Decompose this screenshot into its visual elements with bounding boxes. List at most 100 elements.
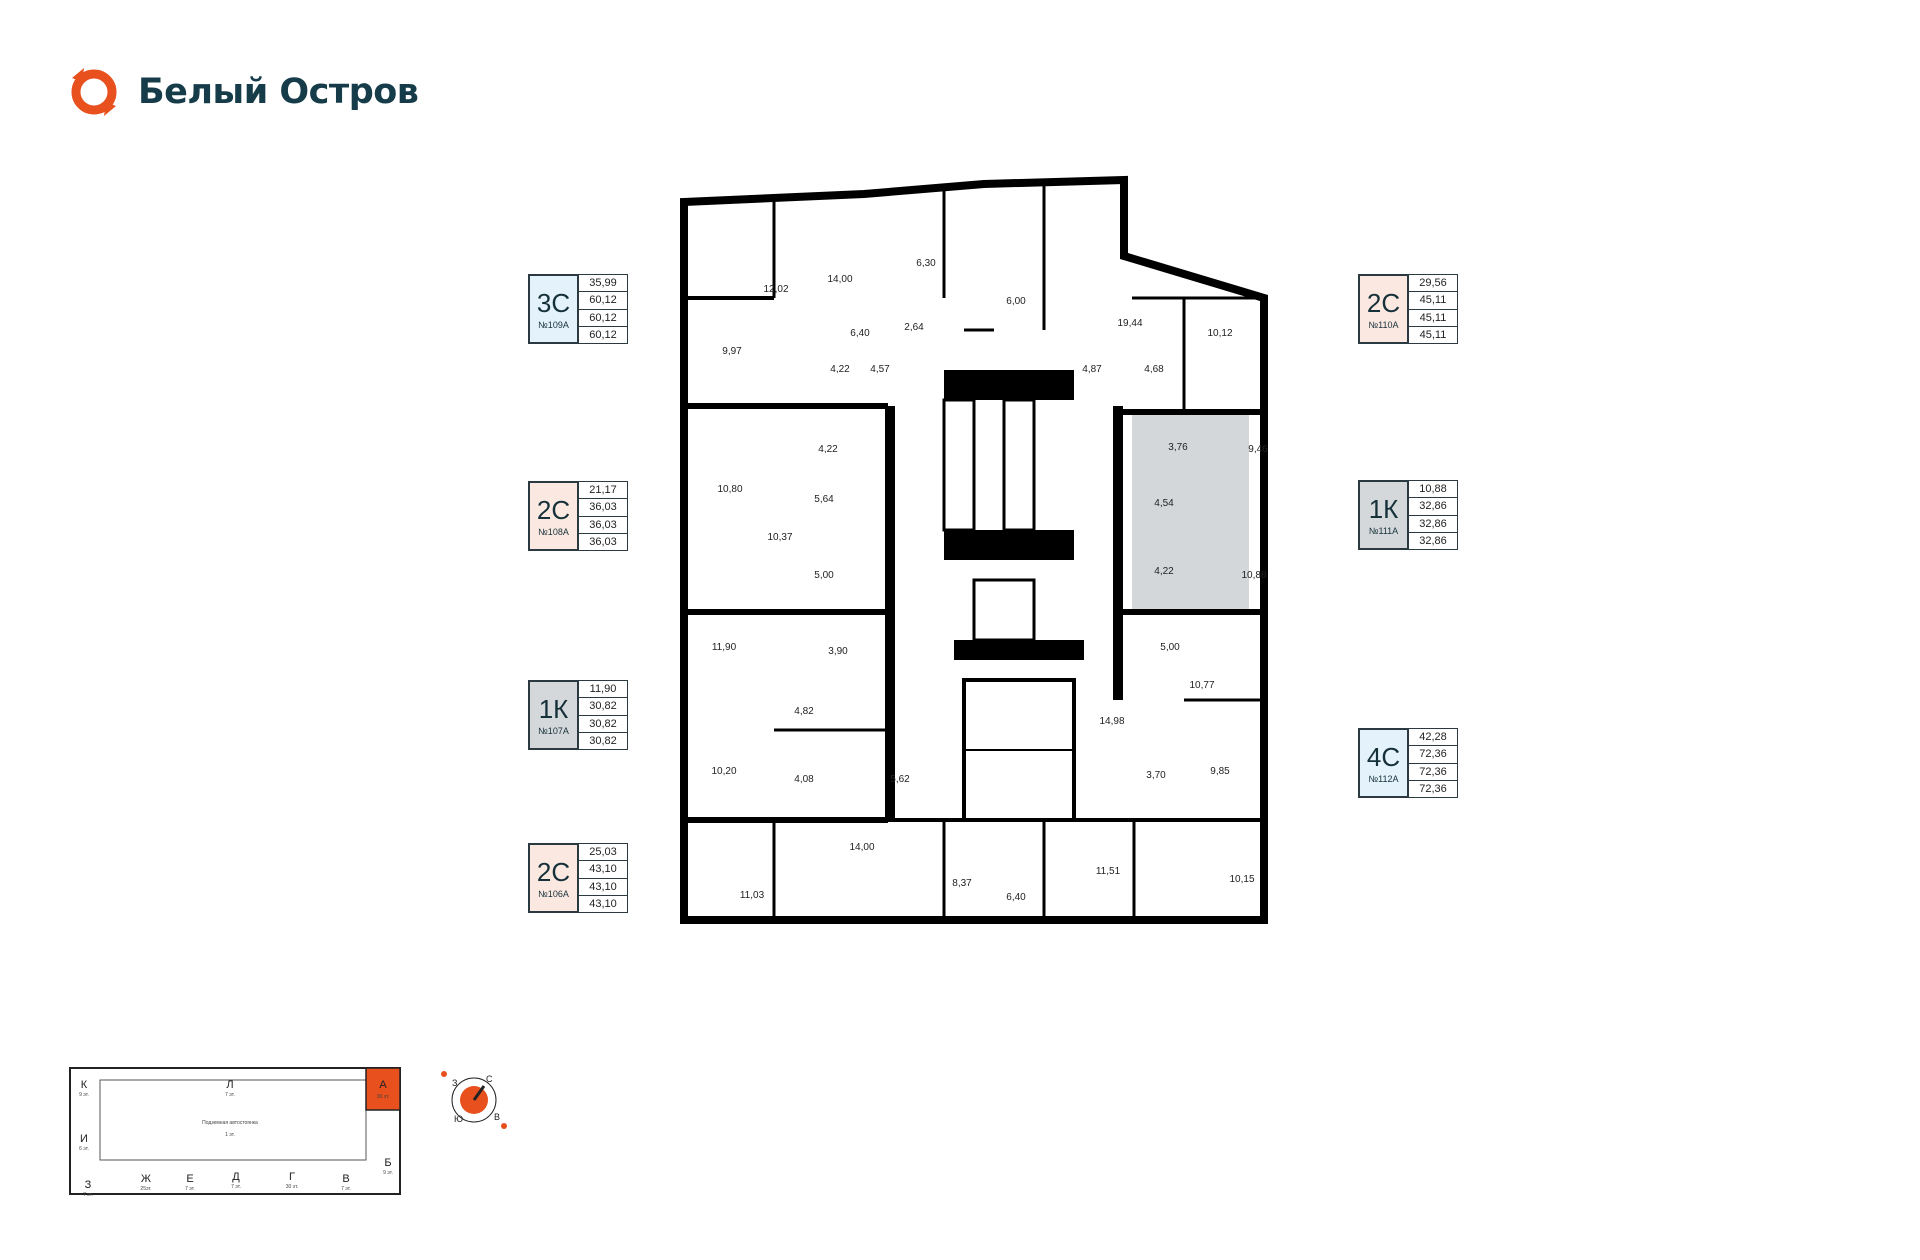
- area-value: 35,99: [579, 275, 627, 293]
- section-floors: 7 эт.: [83, 1192, 93, 1198]
- area-value: 72,36: [1409, 746, 1457, 764]
- unit-code: 2С: [536, 494, 571, 525]
- area-value: 42,28: [1409, 729, 1457, 747]
- room-area: 5,00: [1160, 642, 1180, 653]
- area-value: 45,11: [1409, 310, 1457, 327]
- section-floors: 7 эт.: [341, 1186, 351, 1192]
- unit-type-badge: 1К №107А: [528, 680, 579, 750]
- section-floors: 30 эт.: [377, 1094, 390, 1100]
- room-area: 2,64: [904, 322, 924, 333]
- room-area: 4,08: [794, 774, 814, 785]
- unit-type-badge: 1К №111А: [1358, 480, 1409, 550]
- area-value: 43,10: [579, 861, 627, 879]
- unit-card-106[interactable]: 2С №106А 25,03 43,10 43,10 43,10: [528, 843, 628, 913]
- section-floors: 7 эт.: [185, 1186, 195, 1192]
- compass-ring-icon: [451, 1077, 497, 1123]
- compass-west: З: [452, 1078, 457, 1088]
- area-value: 32,86: [1409, 516, 1457, 533]
- section-letter: Ж: [141, 1173, 151, 1185]
- room-area: 8,37: [952, 878, 972, 889]
- room-area: 10,37: [767, 532, 792, 543]
- room-area: 3,90: [828, 646, 848, 657]
- unit-number: №106А: [538, 888, 569, 899]
- site-map: Подземная автостоянка 1 эт. К 9 эт. Л 7 …: [69, 1067, 401, 1198]
- room-area: 6,40: [1006, 892, 1026, 903]
- unit-card-107[interactable]: 1К №107А 11,90 30,82 30,82 30,82: [528, 680, 628, 750]
- room-area: 10,88: [1241, 570, 1266, 581]
- sun-icon: [501, 1123, 507, 1129]
- unit-card-110[interactable]: 2С №110А 29,56 45,11 45,11 45,11: [1358, 274, 1458, 344]
- room-area: 10,20: [711, 766, 736, 777]
- unit-number: №111А: [1368, 525, 1399, 536]
- area-value: 45,11: [1419, 328, 1447, 341]
- room-area: 14,98: [1099, 716, 1124, 727]
- room-area: 4,22: [830, 364, 850, 375]
- parking-floors: 1 эт.: [225, 1132, 235, 1138]
- room-area: 4,22: [818, 444, 838, 455]
- brand-name: Белый Остров: [138, 72, 419, 112]
- room-area: 9,46: [1248, 444, 1268, 455]
- unit-code: 3С: [536, 287, 571, 318]
- room-area: 3,70: [1146, 770, 1166, 781]
- area-value: 36,03: [579, 499, 627, 517]
- room-area: 4,22: [1154, 566, 1174, 577]
- area-value: 43,10: [589, 897, 617, 910]
- area-value: 72,36: [1409, 764, 1457, 781]
- room-area: 4,54: [1154, 498, 1174, 509]
- unit-number: №107А: [538, 725, 569, 736]
- sun-icon: [441, 1071, 447, 1077]
- brand-logo[interactable]: Белый Остров: [66, 64, 419, 120]
- area-value: 36,03: [579, 517, 627, 534]
- brand-mark-icon: [71, 68, 117, 116]
- room-area: 4,87: [1082, 364, 1102, 375]
- room-area: 11,90: [712, 642, 737, 653]
- room-area: 6,00: [1006, 296, 1026, 307]
- unit-areas: 35,99 60,12 60,12 60,12: [579, 274, 628, 344]
- room-area: 10,15: [1229, 874, 1254, 885]
- section-floors: 9 эт.: [79, 1092, 89, 1098]
- room-area: 6,40: [850, 328, 870, 339]
- room-labels: 12,02 14,00 6,30 6,00 19,44 10,12 6,40 2…: [711, 258, 1268, 903]
- compass: С З Ю В: [441, 1071, 507, 1129]
- room-area: 3,76: [1168, 442, 1188, 453]
- section-А-highlight: [365, 1067, 401, 1111]
- unit-card-112[interactable]: 4С №112А 42,28 72,36 72,36 72,36: [1358, 728, 1458, 798]
- compass-needle-icon: [472, 1085, 486, 1101]
- unit-areas: 29,56 45,11 45,11 45,11: [1409, 274, 1458, 344]
- unit-code: 2С: [536, 856, 571, 887]
- area-value: 60,12: [589, 328, 617, 341]
- room-area: 5,62: [890, 774, 910, 785]
- section-letter: К: [81, 1079, 88, 1091]
- section-floors: 30 эт.: [286, 1184, 299, 1190]
- area-value: 72,36: [1419, 782, 1447, 795]
- room-area: 14,00: [849, 842, 874, 853]
- area-value: 30,82: [579, 716, 627, 733]
- unit-type-badge: 2С №110А: [1358, 274, 1409, 344]
- compass-east: В: [494, 1112, 500, 1122]
- unit-card-108[interactable]: 2С №108А 21,17 36,03 36,03 36,03: [528, 481, 628, 551]
- unit-card-109[interactable]: 3С №109А 35,99 60,12 60,12 60,12: [528, 274, 628, 344]
- room-area: 4,82: [794, 706, 814, 717]
- unit-areas: 21,17 36,03 36,03 36,03: [579, 481, 628, 551]
- section-letter: Л: [226, 1079, 233, 1091]
- area-value: 36,03: [589, 535, 617, 548]
- compass-north: С: [486, 1074, 493, 1084]
- section-letter: Г: [289, 1171, 295, 1183]
- unit-card-111[interactable]: 1К №111А 10,88 32,86 32,86 32,86: [1358, 480, 1458, 550]
- unit-type-badge: 3С №109А: [528, 274, 579, 344]
- compass-south: Ю: [454, 1114, 463, 1124]
- floor-plan: 12,02 14,00 6,30 6,00 19,44 10,12 6,40 2…: [680, 175, 1268, 924]
- apartment-111-highlight[interactable]: [1132, 412, 1249, 612]
- walls: [680, 175, 1268, 924]
- room-area: 10,80: [717, 484, 742, 495]
- unit-code: 1К: [538, 693, 569, 724]
- room-area: 4,68: [1144, 364, 1164, 375]
- section-letter: В: [342, 1173, 349, 1185]
- unit-code: 2С: [1366, 287, 1401, 318]
- area-value: 30,82: [579, 698, 627, 716]
- room-area: 6,30: [916, 258, 936, 269]
- area-value: 60,12: [579, 292, 627, 310]
- area-value: 30,82: [589, 734, 617, 747]
- unit-type-badge: 2С №106А: [528, 843, 579, 913]
- section-letter: Д: [232, 1171, 240, 1183]
